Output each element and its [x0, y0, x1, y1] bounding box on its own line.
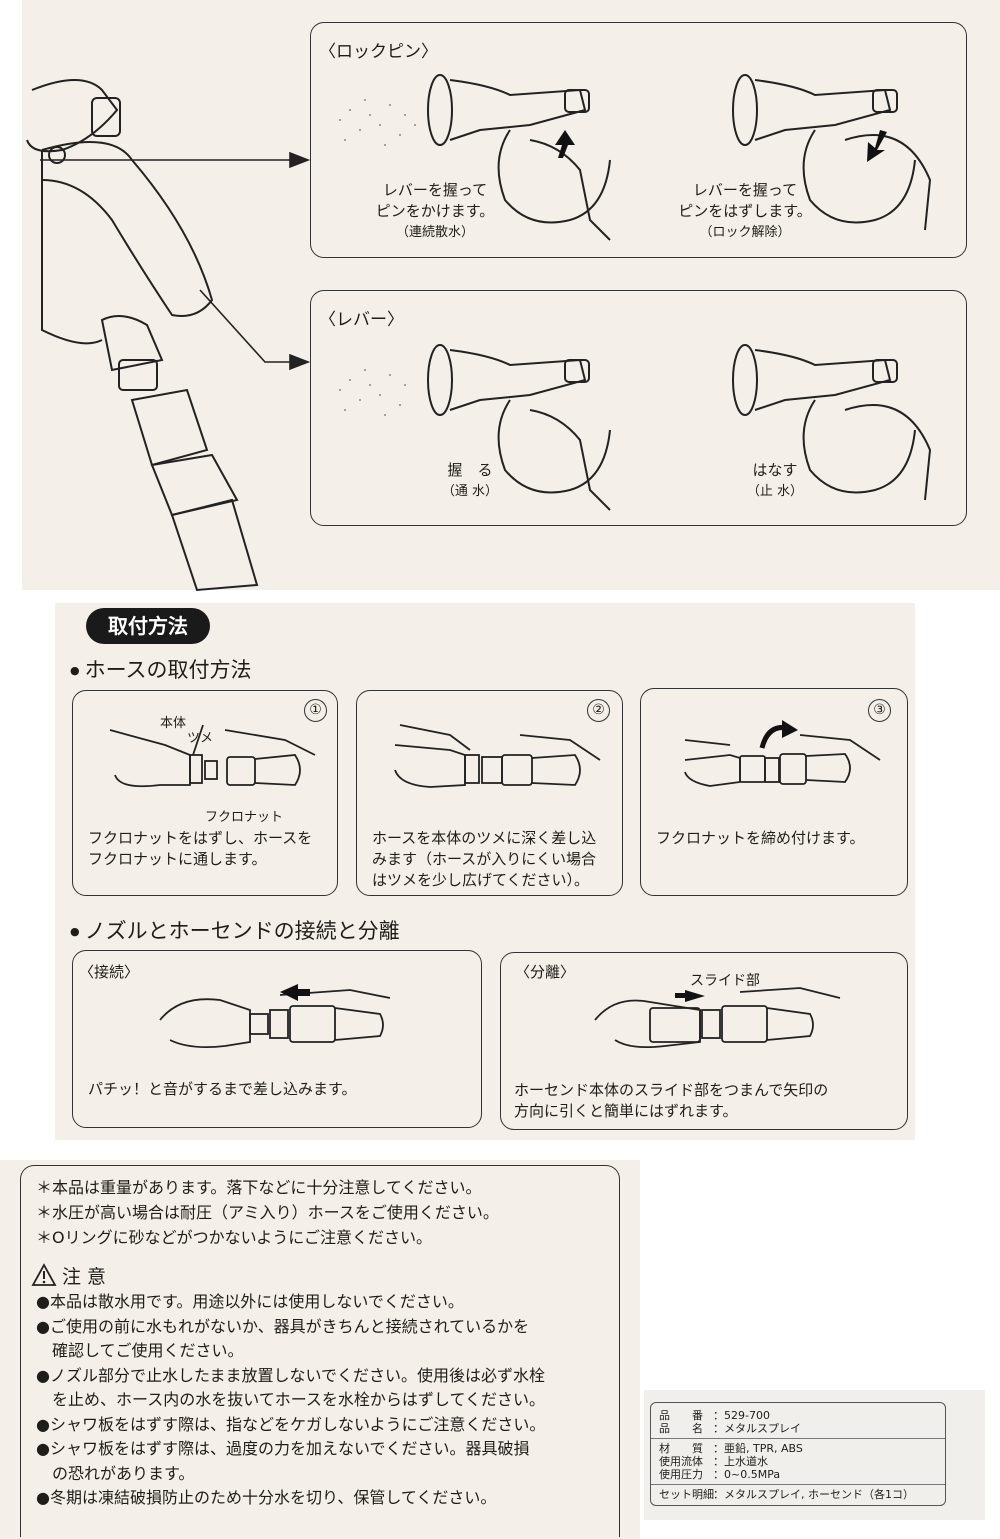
lever-left-caption: 握 る （通 水）: [441, 461, 499, 499]
step-3-panel: [640, 688, 908, 896]
caution-item-1: ●本品は散水用です。用途以外には使用しないでください。: [36, 1292, 464, 1311]
caution-item-6: ●冬期は凍結破損防止のため十分水を切り、保管してください。: [36, 1488, 497, 1507]
connect-illustration: [159, 984, 391, 1049]
install-badge-text: 取付方法: [108, 614, 188, 638]
step-1-illustration: [109, 724, 316, 788]
hose-install-title: ホースの取付方法: [70, 654, 252, 684]
lockpin-title: 〈ロックピン〉: [319, 42, 438, 62]
spec-fluid: 上水道水: [724, 1455, 768, 1468]
label-body: 本体: [160, 716, 187, 731]
lockpin-right-illustration: [732, 74, 932, 231]
spec-product-no: 529-700: [724, 1409, 770, 1422]
step-2-illustration: [394, 724, 601, 788]
separate-text: ホーセンド本体のスライド部をつまんで矢印の 方向に引くと簡単にはずれます。: [514, 1081, 829, 1120]
lockpin-panel: 〈ロックピン〉: [310, 22, 967, 258]
caution-title: 注 意: [62, 1266, 107, 1288]
caution-list: ●本品は散水用です。用途以外には使用しないでください。 ●ご使用の前に水もれがな…: [36, 1290, 545, 1511]
caution-item-5b: の恐れがあります。: [36, 1463, 195, 1483]
lockpin-left-illustration: [339, 74, 611, 241]
lockpin-left-caption: レバーを握って ピンをかけます。 （連続散水）: [375, 181, 495, 240]
step-2-text: ホースを本体のツメに深く差し込 みます（ホースが入りにくい場合 はツメを少し広げ…: [372, 829, 597, 889]
notes-section: [0, 1160, 640, 1539]
warning-triangle-icon: [31, 1263, 57, 1286]
caution-item-3a: ●ノズル部分で止水したまま放置しないでください。使用後は必ず水栓: [36, 1365, 546, 1385]
step-3-text: フクロナットを締め付けます。: [656, 829, 865, 847]
connect-title: ノズルとホーセンドの接続と分離: [70, 915, 400, 945]
label-nut: フクロナット: [205, 810, 284, 825]
separate-illustration: [594, 987, 841, 1049]
spec-product-name: メタルスプレイ: [724, 1422, 801, 1435]
caution-item-4: ●シャワ板をはずす際は、指などをケガしないようにご注意ください。: [36, 1414, 546, 1434]
step-1-panel: [72, 690, 338, 896]
caution-item-2a: ●ご使用の前に水もれがないか、器具がきちんと接続されているかを: [36, 1316, 530, 1336]
lockpin-right-caption: レバーを握って ピンをはずします。 （ロック解除）: [678, 181, 812, 240]
notes-frame: [20, 1165, 620, 1537]
spec-set: メタルスプレイ, ホーセンド（各1コ）: [724, 1488, 914, 1501]
spec-material: 亜鉛, TPR, ABS: [724, 1442, 803, 1455]
label-tsume: ツメ: [187, 731, 214, 746]
lever-right-caption: はなす （止 水）: [746, 461, 804, 499]
connector-arrows: [40, 151, 311, 371]
lever-title: 〈レバー〉: [319, 310, 404, 330]
notes-list: ＊本品は重量があります。落下などに十分注意してください。 ＊水圧が高い場合は耐圧…: [36, 1175, 499, 1250]
connect-panel-title: 〈接続〉: [79, 963, 140, 981]
lever-right-illustration: [732, 344, 932, 501]
lever-panel: 〈レバー〉: [310, 290, 967, 526]
connect-text: パチッ！と音がするまで差し込みます。: [88, 1080, 357, 1098]
step-1-text: フクロナットをはずし、ホースを フクロナットに通します。: [88, 829, 313, 868]
lever-left-illustration: [339, 344, 611, 511]
install-badge: [86, 608, 210, 644]
note-1: ＊本品は重量があります。落下などに十分注意してください。: [36, 1178, 482, 1197]
caution-item-2b: 確認してご使用ください。: [36, 1341, 244, 1360]
step-3-illustration: [684, 720, 881, 787]
spec-box: 品 番：529-700 品 名：メタルスプレイ 材 質：亜鉛, TPR, ABS…: [650, 1402, 946, 1506]
step-2-number: ②: [587, 699, 610, 722]
caution-item-5a: ●シャワ板をはずす際は、過度の力を加えないでください。器具破損: [36, 1439, 530, 1458]
separate-panel-title: 〈分離〉: [515, 963, 576, 981]
caution-item-3b: を止め、ホース内の水を抜いてホースを水栓からはずしてください。: [36, 1390, 545, 1409]
note-2: ＊水圧が高い場合は耐圧（アミ入り）ホースをご使用ください。: [36, 1203, 499, 1222]
nozzle-side-illustration: [26, 79, 259, 592]
step-3-number: ③: [868, 699, 891, 722]
separate-panel: 〈分離〉: [500, 952, 908, 1130]
connect-panel: 〈接続〉: [72, 950, 482, 1128]
step-1-number: ①: [304, 699, 327, 722]
spec-pressure: 0~0.5MPa: [724, 1468, 781, 1481]
note-3: ＊Oリングに砂などがつかないようにご注意ください。: [36, 1228, 432, 1247]
label-slide: スライド部: [690, 973, 760, 989]
